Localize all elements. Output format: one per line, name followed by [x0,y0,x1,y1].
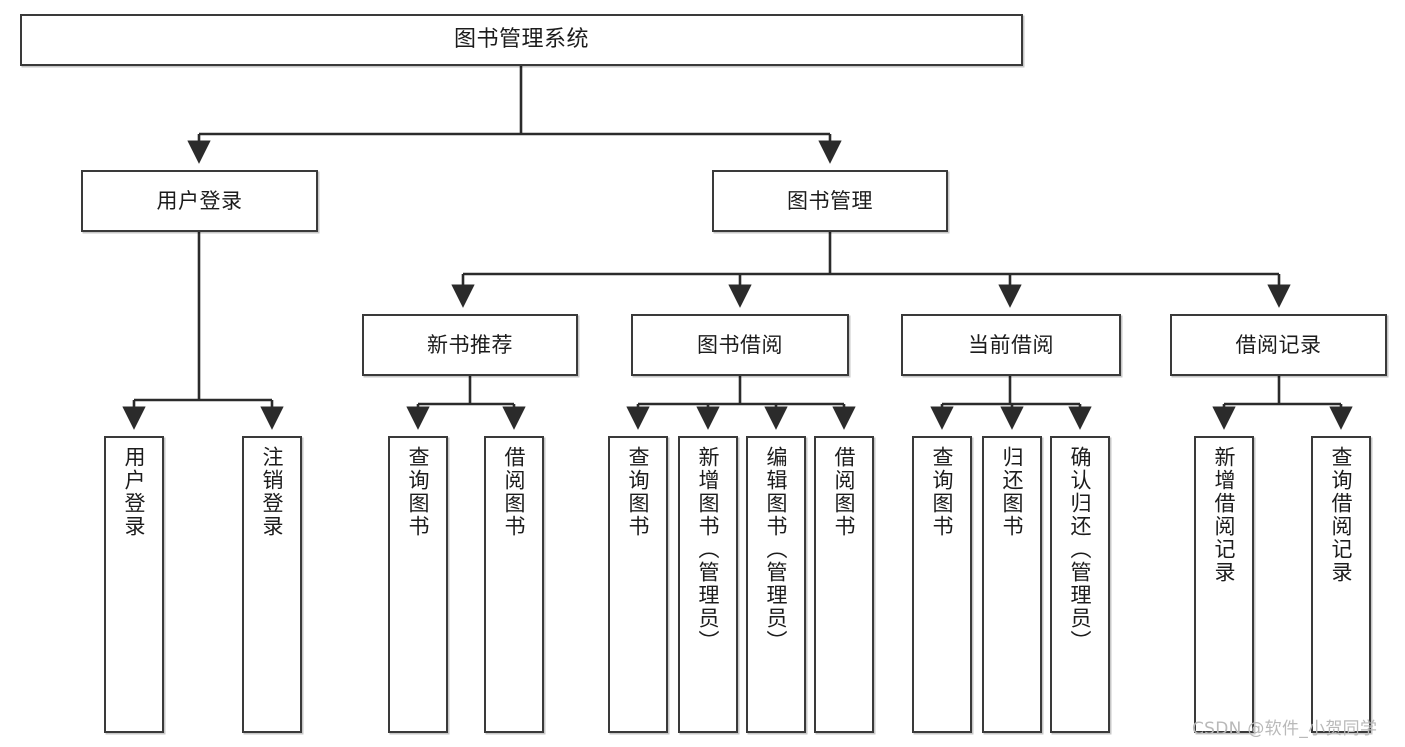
node-current-borrow[interactable]: 当前借阅 [901,314,1121,376]
node-leaf-add-record-label: 新增借阅记录 [1212,446,1237,584]
node-leaf-query-record[interactable]: 查询借阅记录 [1311,436,1371,733]
node-leaf-add-book[interactable]: 新增图书（管理员） [678,436,738,733]
node-new-book-recommend-label: 新书推荐 [427,332,513,357]
node-leaf-edit-book-label: 编辑图书（管理员） [764,446,789,653]
node-book-borrow-label: 图书借阅 [697,332,783,357]
node-book-management-label: 图书管理 [787,188,873,213]
node-leaf-query-book-1-label: 查询图书 [406,446,431,538]
node-leaf-query-book-1[interactable]: 查询图书 [388,436,448,733]
node-leaf-borrow-book-1-label: 借阅图书 [502,446,527,538]
node-root-label: 图书管理系统 [453,27,589,53]
node-root[interactable]: 图书管理系统 [20,14,1023,66]
node-leaf-user-login[interactable]: 用户登录 [104,436,164,733]
node-borrow-record-label: 借阅记录 [1235,332,1322,357]
node-leaf-query-book-2[interactable]: 查询图书 [608,436,668,733]
node-leaf-query-book-2-label: 查询图书 [626,446,651,538]
node-new-book-recommend[interactable]: 新书推荐 [362,314,578,376]
node-leaf-borrow-book-1[interactable]: 借阅图书 [484,436,544,733]
node-book-management[interactable]: 图书管理 [712,170,948,232]
watermark-text: CSDN @软件_小贺同学 [1192,719,1378,739]
node-leaf-confirm-return[interactable]: 确认归还（管理员） [1050,436,1110,733]
node-leaf-borrow-book-2-label: 借阅图书 [832,446,857,538]
node-leaf-return-book[interactable]: 归还图书 [982,436,1042,733]
node-leaf-query-book-3-label: 查询图书 [930,446,955,538]
node-leaf-logout-label: 注销登录 [260,446,285,538]
node-leaf-logout[interactable]: 注销登录 [242,436,302,733]
node-leaf-borrow-book-2[interactable]: 借阅图书 [814,436,874,733]
node-leaf-user-login-label: 用户登录 [122,446,147,538]
node-leaf-return-book-label: 归还图书 [1000,446,1025,538]
node-book-borrow[interactable]: 图书借阅 [631,314,849,376]
node-leaf-query-record-label: 查询借阅记录 [1329,446,1354,584]
node-leaf-edit-book[interactable]: 编辑图书（管理员） [746,436,806,733]
node-leaf-confirm-return-label: 确认归还（管理员） [1068,446,1093,653]
node-leaf-query-book-3[interactable]: 查询图书 [912,436,972,733]
node-user-login[interactable]: 用户登录 [81,170,318,232]
node-borrow-record[interactable]: 借阅记录 [1170,314,1387,376]
node-leaf-add-record[interactable]: 新增借阅记录 [1194,436,1254,733]
node-current-borrow-label: 当前借阅 [968,332,1054,357]
node-user-login-label: 用户登录 [156,188,243,213]
node-leaf-add-book-label: 新增图书（管理员） [696,446,721,653]
